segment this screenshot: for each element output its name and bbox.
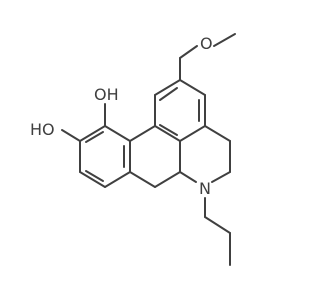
lower-aromatic-ring <box>79 125 131 188</box>
nitrogen-label: N <box>199 179 211 198</box>
central-ring <box>129 125 181 188</box>
methoxy-oxygen-label: O <box>200 34 213 53</box>
hydroxyl-left-label: HO <box>30 120 55 139</box>
hydroxyl-bonds <box>61 103 106 142</box>
molecular-structure: O OH HO N <box>30 33 236 266</box>
hydroxyl-top-label: OH <box>94 85 119 104</box>
upper-aromatic-ring <box>154 57 206 142</box>
piperidine-ring <box>179 125 231 183</box>
propyl-chain <box>204 197 231 266</box>
methoxy-group <box>179 33 236 59</box>
